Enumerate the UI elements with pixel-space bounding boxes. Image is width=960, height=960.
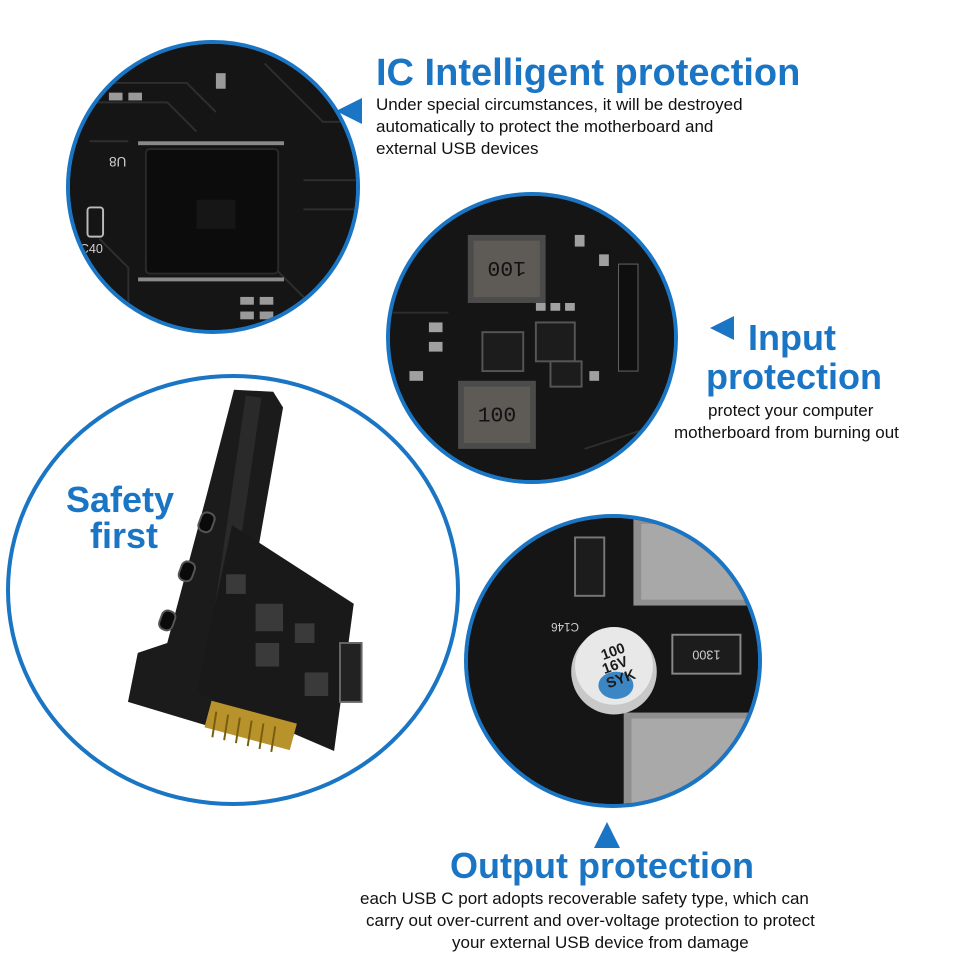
ic-chip-photo: U8 C40 xyxy=(66,40,360,334)
capacitor-text-1: 100 xyxy=(599,641,627,664)
safety-title-line-2: first xyxy=(90,515,159,556)
inductor-bottom-label: 100 xyxy=(478,405,516,429)
cap-tag-label: C146 xyxy=(551,620,579,633)
output-desc-line-3: your external USB device from damage xyxy=(452,933,749,952)
output-protection-photo: C146 1300 100 16V SYK xyxy=(464,514,762,808)
ic-desc-line-1: Under special circumstances, it will be … xyxy=(376,95,743,114)
inductor-top-label: 100 xyxy=(487,255,525,279)
usb-card-photo xyxy=(6,374,460,806)
ic-desc-line-2: automatically to protect the motherboard… xyxy=(376,117,714,136)
output-desc-line-1: each USB C port adopts recoverable safet… xyxy=(360,889,809,908)
resistor-tag-label: 1300 xyxy=(692,647,720,661)
input-title-line-1: Input xyxy=(748,317,836,358)
triangle-pointer-left-icon xyxy=(710,316,734,340)
ic-title: IC Intelligent protection xyxy=(376,52,801,94)
input-desc-line-2: motherboard from burning out xyxy=(674,423,899,442)
input-title-line-2: protection xyxy=(706,356,882,397)
cap-label: C40 xyxy=(80,242,103,256)
output-desc-line-2: carry out over-current and over-voltage … xyxy=(366,911,815,930)
input-protection-photo: 100 100 xyxy=(386,192,678,484)
triangle-pointer-up-icon xyxy=(594,822,620,848)
ic-desc-line-3: external USB devices xyxy=(376,139,539,158)
output-title: Output protection xyxy=(450,845,754,886)
chip-label: U8 xyxy=(109,154,126,169)
triangle-pointer-left-icon xyxy=(336,98,362,124)
safety-title-line-1: Safety xyxy=(66,479,175,520)
input-desc-line-1: protect your computer xyxy=(708,401,874,420)
